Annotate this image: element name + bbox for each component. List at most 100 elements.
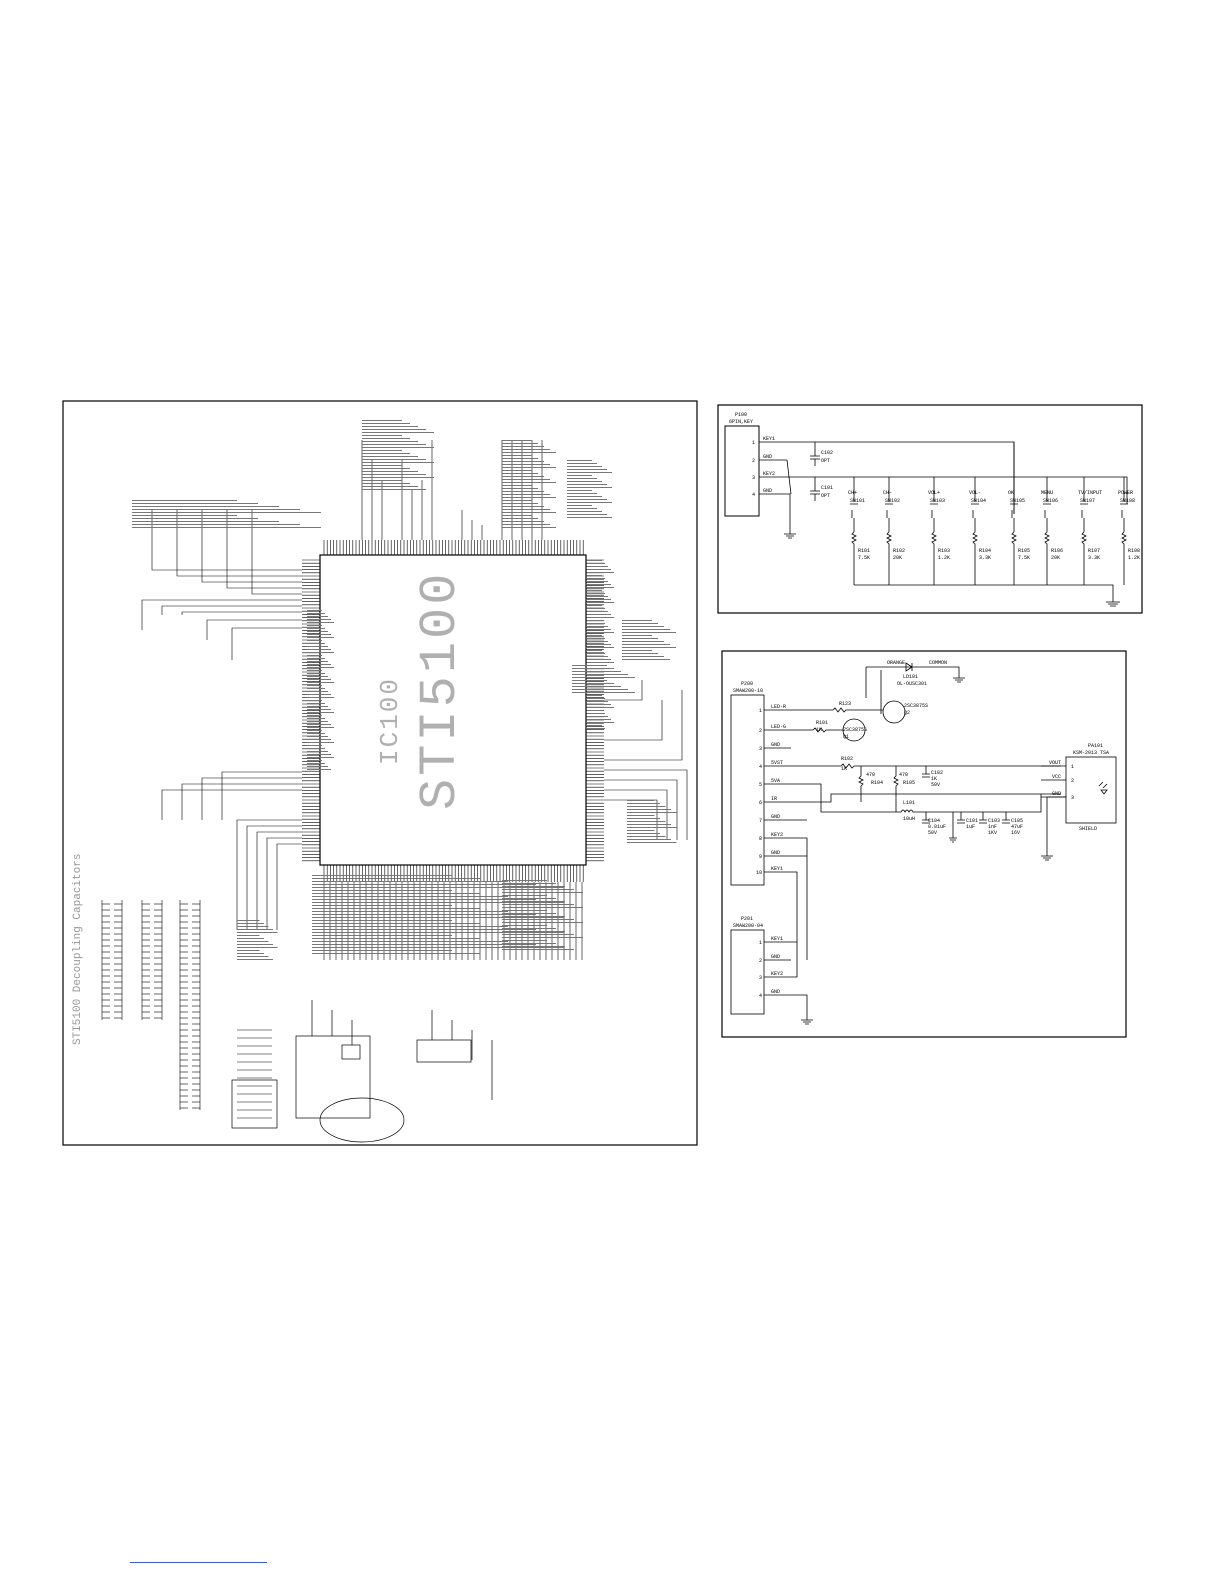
p200-pin-name: GND: [771, 742, 780, 748]
ic100-part-label: STI5100: [411, 571, 470, 810]
key-resistor-ref: R107: [1088, 548, 1100, 554]
key-resistor-value: 3.3K: [979, 555, 991, 561]
led-part: OL-OUSC301: [897, 681, 927, 687]
ir-cap-voltage: 1KV: [988, 830, 997, 836]
q1-part: 2SC3875S: [843, 727, 867, 733]
p201-ref: P201: [741, 916, 753, 922]
key-switch-ref: SW101: [850, 498, 865, 504]
p200-pin-num: 7: [759, 818, 762, 824]
p200-pin-num: 8: [759, 836, 762, 842]
ir-cap-value: 47uF: [1011, 824, 1023, 830]
receiver-pin-name: VOUT: [1049, 760, 1061, 766]
p100-pin-name: KEY1: [763, 436, 775, 442]
q1-ref: Q1: [843, 734, 849, 740]
ir-panel-border: [721, 650, 1127, 1038]
key-resistor-ref: R102: [893, 548, 905, 554]
receiver-pin-num: 3: [1071, 795, 1074, 801]
ir-resistor-ref: R104: [871, 780, 883, 786]
led-label-common: COMMON: [929, 660, 947, 666]
key-switch-label: OK: [1008, 490, 1014, 496]
led-ref: LD101: [903, 674, 918, 680]
ir-resistor-value: 1K: [816, 727, 822, 733]
key-resistor-ref: R105: [1018, 548, 1030, 554]
footer-rule: [130, 1562, 267, 1563]
key-resistor-ref: R103: [938, 548, 950, 554]
p201-pin-name: GND: [771, 954, 780, 960]
p201-pin-name: GND: [771, 989, 780, 995]
key-switch-label: TV/INPUT: [1078, 490, 1102, 496]
p201-pin-num: 2: [759, 958, 762, 964]
p201-pin-num: 4: [759, 993, 762, 999]
bottom-subcircuits: [231, 1000, 493, 1143]
key-resistor-ref: R104: [979, 548, 991, 554]
key-resistor-value: 7.5K: [858, 555, 870, 561]
p200-pin-num: 1: [759, 708, 762, 714]
label-clusters: [132, 420, 677, 960]
receiver-pin-name: GND: [1052, 791, 1061, 797]
p100-pin-name: GND: [763, 488, 772, 494]
key-cap-value: OPT: [821, 458, 830, 464]
p200-ref: P200: [741, 681, 753, 687]
key-switch-label: CH+: [848, 490, 857, 496]
p200-pin-name: KEY2: [771, 832, 783, 838]
p201-type: SMAW200-04: [733, 923, 763, 929]
ir-cap-ref: C104: [928, 818, 940, 824]
key-switch-ref: SW106: [1043, 498, 1058, 504]
key-switch-label: POWER: [1118, 490, 1133, 496]
receiver-ref: PA101: [1088, 743, 1103, 749]
p200-pin-name: IR: [771, 796, 777, 802]
key-resistor-ref: R108: [1128, 548, 1140, 554]
p200-pin-name: KEY1: [771, 866, 783, 872]
main-schematic: IC100 STI5100 STI5100 Decoupling Capacit…: [62, 400, 698, 1146]
ir-cap-voltage: 16V: [1011, 830, 1020, 836]
p100-pin-num: 1: [752, 440, 755, 446]
key-panel-schematic: P100 6PIN,KEY 1KEY12GND3KEY24GNDC102OPTC…: [717, 404, 1143, 614]
ir-cap-voltage: 50V: [931, 782, 940, 788]
p200-pin-num: 6: [759, 800, 762, 806]
receiver-pin-num: 2: [1071, 778, 1074, 784]
q2-ref: Q2: [904, 710, 910, 716]
ic100-ref-label: IC100: [375, 677, 405, 765]
key-resistor-value: 1.2K: [938, 555, 950, 561]
p200-pin-name: GND: [771, 850, 780, 856]
ir-resistor-ref: R105: [903, 780, 915, 786]
ir-cap-value: 0.01uF: [928, 824, 946, 830]
p200-pin-name: 5VA: [771, 778, 780, 784]
key-resistor-ref: R101: [858, 548, 870, 554]
receiver-part: KSM-2013 TSA: [1073, 750, 1109, 756]
key-resistor-value: 20K: [893, 555, 902, 561]
key-switch-ref: SW107: [1080, 498, 1095, 504]
key-resistor-value: 1.2K: [1128, 555, 1140, 561]
key-network: [759, 441, 1128, 607]
ir-cap-value: 1nF: [988, 824, 997, 830]
receiver-pin-num: 1: [1071, 764, 1074, 770]
ir-network: [730, 662, 1117, 1025]
ir-cap-value: 1K: [931, 776, 937, 782]
p201-pin-name: KEY2: [771, 971, 783, 977]
p100-pin-name: GND: [763, 454, 772, 460]
p100-pin-name: KEY2: [763, 471, 775, 477]
receiver-shield: SHIELD: [1079, 826, 1097, 832]
ir-labels: P200SMAW200-101LED-R2LED-G3GND45VST55VA6…: [733, 660, 1109, 999]
ir-resistor-value: 1K: [841, 766, 847, 772]
p200-pin-name: LED-R: [771, 704, 786, 710]
key-panel-border: [717, 404, 1143, 614]
receiver-pin-name: VCC: [1052, 774, 1061, 780]
ir-cap-value: 1uF: [966, 824, 975, 830]
p201-pin-num: 3: [759, 975, 762, 981]
key-cap-ref: C102: [821, 450, 833, 456]
p200-pin-num: 2: [759, 728, 762, 734]
led-label-orange: ORANGE: [887, 660, 905, 666]
p100-pin-num: 4: [752, 492, 755, 498]
p200-pin-name: 5VST: [771, 760, 783, 766]
ir-cap-ref: C105: [1011, 818, 1023, 824]
p100-pin-num: 3: [752, 475, 755, 481]
p201-pin-num: 1: [759, 940, 762, 946]
p200-pin-num: 5: [759, 782, 762, 788]
p200-pin-num: 10: [756, 870, 762, 876]
q2-part: 2SC3875S: [904, 703, 928, 709]
ir-inductor-value: 10uH: [903, 816, 915, 822]
ir-resistor-value: 470: [866, 772, 875, 778]
key-switch-ref: SW104: [971, 498, 986, 504]
